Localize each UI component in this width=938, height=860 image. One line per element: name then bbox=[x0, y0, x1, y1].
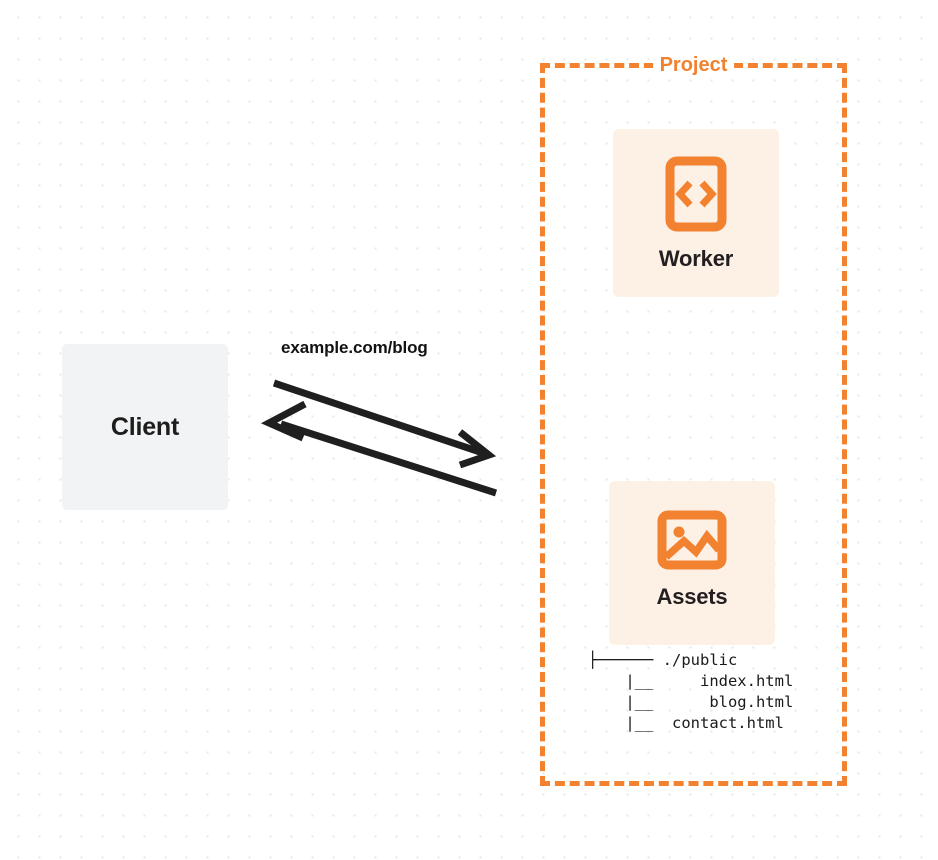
request-url-label: example.com/blog bbox=[281, 338, 428, 357]
asset-file-tree: ├────── ./public |__ index.html |__ blog… bbox=[588, 650, 793, 734]
assets-label: Assets bbox=[656, 584, 728, 609]
file-tree-line: |__ blog.html bbox=[588, 693, 794, 711]
file-tree-line: ├────── ./public bbox=[588, 651, 738, 669]
assets-node[interactable]: Assets bbox=[609, 481, 775, 645]
worker-node[interactable]: Worker bbox=[613, 129, 779, 297]
file-tree-line: |__ contact.html bbox=[588, 714, 784, 732]
image-icon bbox=[657, 510, 727, 570]
client-node: Client bbox=[62, 344, 228, 510]
response-arrow bbox=[260, 400, 498, 497]
worker-label: Worker bbox=[658, 246, 734, 271]
project-label: Project bbox=[652, 55, 735, 75]
code-brackets-icon bbox=[665, 156, 727, 232]
client-label: Client bbox=[110, 412, 180, 441]
project-boundary: Project bbox=[540, 55, 847, 786]
file-tree-line: |__ index.html bbox=[588, 672, 794, 690]
connection-arrows bbox=[260, 379, 498, 497]
request-arrow bbox=[272, 379, 497, 469]
